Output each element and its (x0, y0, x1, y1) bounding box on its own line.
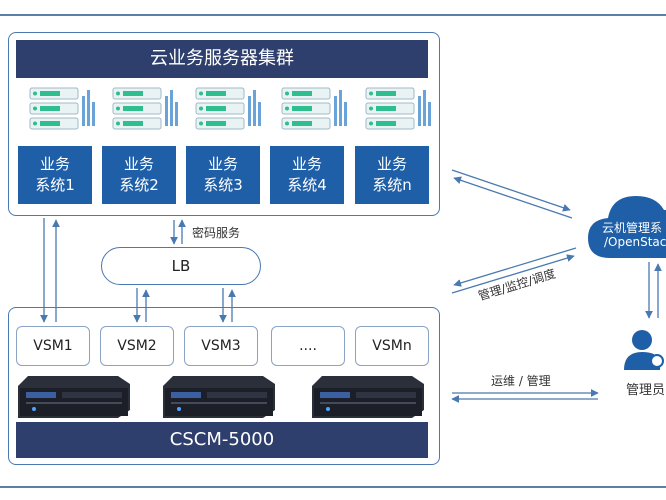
business-system-4-line2: 系统4 (287, 176, 327, 194)
business-system-1-line1: 业务 (39, 155, 70, 173)
vsm-2[interactable]: VSM2 (100, 326, 174, 366)
arrow-cloud-to-cluster (453, 176, 573, 219)
bottom-frame-line (0, 486, 666, 488)
vsm-3[interactable]: VSM3 (184, 326, 258, 366)
vsm-1[interactable]: VSM1 (16, 326, 90, 366)
business-system-1[interactable]: 业务 系统1 (18, 146, 92, 204)
business-system-n[interactable]: 业务 系统n (355, 146, 429, 204)
cscm-title: CSCM-5000 (16, 422, 428, 458)
cloud-label-line1: 云机管理系 (602, 221, 663, 235)
cloud-icon (588, 196, 666, 258)
admin-user-icon (624, 330, 664, 370)
business-system-3[interactable]: 业务 系统3 (186, 146, 260, 204)
business-system-4-line1: 业务 (291, 155, 322, 173)
business-system-1-line2: 系统1 (35, 176, 75, 194)
admin-label: 管理员 (626, 383, 666, 398)
arrow-cscm-to-cloud (451, 254, 575, 294)
business-system-n-line1: 业务 (376, 155, 407, 173)
business-system-2[interactable]: 业务 系统2 (102, 146, 176, 204)
cluster-title: 云业务服务器集群 (16, 40, 428, 78)
business-system-n-line2: 系统n (372, 176, 412, 194)
vsm-n[interactable]: VSMn (355, 326, 429, 366)
crypto-service-label: 密码服务 (192, 226, 241, 240)
arrow-cluster-to-cloud (451, 169, 571, 212)
load-balancer[interactable]: LB (101, 247, 261, 285)
cloud-label-line2: /OpenStac (604, 235, 666, 249)
business-system-3-line2: 系统3 (203, 176, 243, 194)
top-frame-line (0, 14, 666, 16)
business-system-2-line2: 系统2 (119, 176, 159, 194)
arrow-cloud-to-cscm (453, 247, 577, 287)
vsm-ellipsis: .... (271, 326, 345, 366)
business-system-2-line1: 业务 (123, 155, 154, 173)
ops-manage-label: 运维 / 管理 (491, 374, 551, 388)
business-system-4[interactable]: 业务 系统4 (270, 146, 344, 204)
business-system-3-line1: 业务 (207, 155, 238, 173)
